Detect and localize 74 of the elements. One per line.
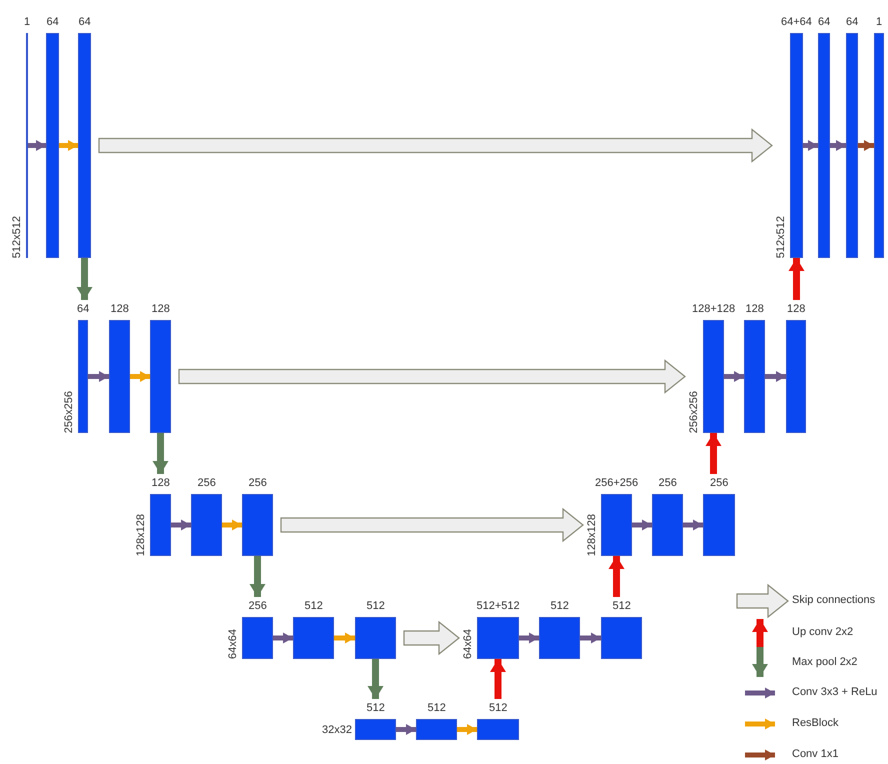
arrow bbox=[580, 632, 601, 644]
channel-count: 512 bbox=[366, 702, 385, 715]
channel-count: 64 bbox=[846, 16, 858, 29]
channel-count: 64+64 bbox=[781, 16, 812, 29]
block-arrow bbox=[490, 659, 506, 699]
arrow bbox=[28, 140, 46, 151]
arrow bbox=[632, 520, 652, 530]
legend-label: ResBlock bbox=[792, 717, 838, 730]
legend-label: Conv 3x3 + ReLu bbox=[792, 686, 878, 699]
block-arrow bbox=[608, 556, 624, 597]
channel-count: 128 bbox=[787, 303, 806, 316]
channel-count: 128 bbox=[152, 477, 170, 490]
arrow bbox=[273, 632, 293, 644]
channel-count: 128 bbox=[746, 303, 764, 316]
legend-label: Max pool 2x2 bbox=[792, 656, 858, 669]
size-label: 256x256 bbox=[63, 391, 75, 434]
channel-count: 256+256 bbox=[595, 477, 638, 490]
channel-count: 256 bbox=[248, 600, 267, 613]
channel-count: 512 bbox=[304, 600, 323, 613]
size-label: 512x512 bbox=[11, 216, 23, 258]
arrow bbox=[334, 632, 355, 644]
block-arrow bbox=[152, 433, 168, 474]
arrow bbox=[765, 371, 786, 382]
skip-connection-arrow bbox=[178, 359, 686, 394]
channel-count: 256 bbox=[710, 477, 728, 490]
arrow bbox=[803, 140, 818, 151]
arrow bbox=[457, 724, 477, 735]
channel-count: 512 bbox=[428, 702, 446, 715]
arrow bbox=[171, 520, 191, 530]
arrow bbox=[724, 371, 744, 382]
channel-count: 64 bbox=[818, 16, 830, 29]
channel-count: 1 bbox=[876, 16, 882, 29]
legend-label: Conv 1x1 bbox=[792, 748, 838, 761]
arrow bbox=[130, 371, 150, 382]
size-label: 256x256 bbox=[688, 391, 700, 434]
size-label: 128x128 bbox=[135, 514, 147, 556]
channel-count: 128 bbox=[152, 303, 170, 316]
block-arrow bbox=[788, 258, 804, 300]
channel-count: 256 bbox=[198, 477, 216, 490]
size-label: 64x64 bbox=[462, 629, 474, 659]
arrow bbox=[519, 632, 539, 644]
block-arrow bbox=[76, 258, 92, 300]
arrow bbox=[396, 724, 416, 735]
skip-connection-arrow bbox=[280, 508, 584, 542]
channel-count: 64 bbox=[78, 16, 91, 29]
size-label: 128x128 bbox=[586, 514, 598, 556]
arrow bbox=[683, 520, 703, 530]
channel-count: 64 bbox=[77, 303, 90, 316]
channel-count: 64 bbox=[46, 16, 59, 29]
block-arrow bbox=[706, 433, 722, 474]
channel-count: 512 bbox=[366, 600, 385, 613]
arrow bbox=[830, 140, 846, 151]
skip-connection-arrow bbox=[403, 620, 460, 656]
channel-count: 128 bbox=[110, 303, 129, 316]
channel-count: 512 bbox=[489, 702, 508, 715]
size-label: 64x64 bbox=[227, 629, 239, 659]
channel-count: 512 bbox=[612, 600, 631, 613]
size-label: 32x32 bbox=[322, 724, 352, 736]
skip-connection-arrow bbox=[98, 128, 773, 163]
channel-count: 256 bbox=[658, 477, 677, 490]
channel-count: 512+512 bbox=[476, 600, 520, 613]
arrow bbox=[88, 371, 109, 382]
size-label: 512x512 bbox=[775, 216, 787, 258]
arrow bbox=[59, 140, 78, 151]
channel-count: 256 bbox=[248, 477, 267, 490]
legend-label: Up conv 2x2 bbox=[792, 626, 854, 639]
channel-count: 1 bbox=[24, 16, 30, 29]
block-arrow bbox=[250, 556, 266, 597]
legend-label: Skip connections bbox=[792, 594, 876, 607]
block-arrow bbox=[368, 659, 384, 699]
arrow bbox=[858, 140, 874, 151]
channel-count: 128+128 bbox=[692, 303, 736, 316]
arrow bbox=[222, 520, 242, 530]
channel-count: 512 bbox=[550, 600, 569, 613]
